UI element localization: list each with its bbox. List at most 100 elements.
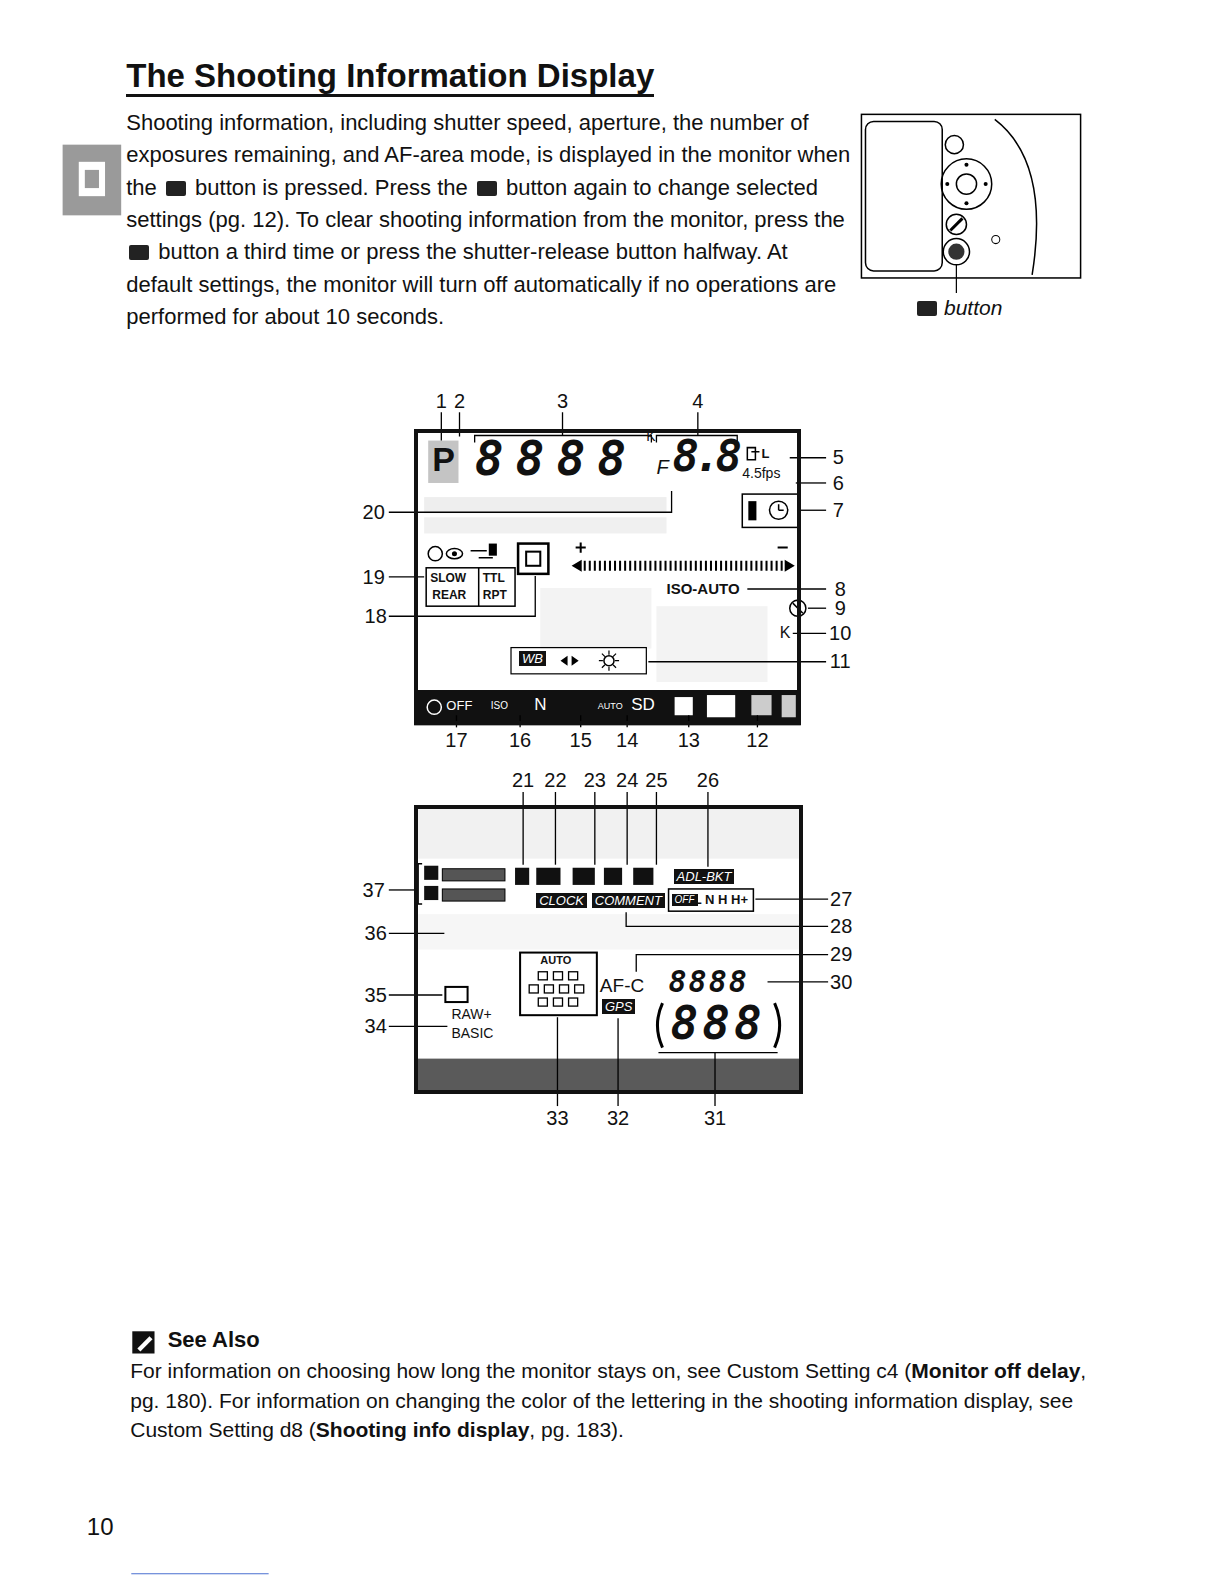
art-shape [742, 494, 798, 527]
callout-number: 24 [616, 770, 638, 790]
info-button-icon [166, 181, 186, 196]
art-shape [995, 119, 1037, 275]
callout-number: 25 [645, 770, 667, 790]
art-shape [553, 972, 562, 980]
art-shape [943, 239, 969, 265]
callout-number: 33 [546, 1108, 568, 1128]
lcd-text: OFF [672, 894, 698, 906]
lcd-text: WB [519, 651, 546, 666]
info-button-icon [129, 245, 149, 260]
art-shape [445, 987, 467, 1002]
callout-number: 8 [835, 579, 846, 599]
callout-number: 4 [692, 391, 703, 411]
art-shape [626, 912, 828, 926]
art-shape [389, 491, 672, 512]
callout-number: 15 [570, 730, 592, 750]
lcd-text: P [432, 442, 455, 476]
callout-number: 36 [365, 923, 387, 943]
lcd-text: SLOW [430, 572, 466, 584]
art-shape [956, 265, 957, 293]
lcd-text: TTL [483, 572, 505, 584]
art-shape [707, 695, 735, 717]
art-shape [511, 648, 646, 674]
lcd-text: RAW+ [451, 1007, 491, 1021]
lcd-text: L N H H+ [694, 893, 748, 906]
art-shape [861, 114, 1080, 278]
callout-number: 7 [833, 500, 844, 520]
art-shape [584, 561, 783, 571]
art-shape [442, 889, 505, 901]
art-shape [79, 162, 105, 196]
lcd-text: RPT [483, 589, 507, 601]
art-shape [526, 552, 540, 566]
art-shape [948, 244, 964, 260]
art-shape [555, 792, 556, 865]
art-shape [489, 544, 497, 556]
art-shape [992, 236, 1000, 244]
lcd-text: AF-C [600, 976, 644, 995]
note-text: , pg. 183). [529, 1418, 624, 1441]
callout-number: 11 [830, 651, 851, 671]
art-shape [946, 214, 966, 234]
art-shape [478, 568, 480, 606]
art-shape [658, 1053, 777, 1107]
art-shape [599, 651, 619, 671]
note-text: For information on choosing how long the… [130, 1359, 911, 1382]
art-shape [575, 985, 584, 993]
art-shape [414, 805, 803, 1094]
art-shape [418, 914, 799, 949]
callout-number: 3 [557, 391, 568, 411]
art-shape [800, 510, 826, 511]
callout-number: 13 [678, 730, 700, 750]
lcd-text: CLOCK [536, 893, 587, 908]
art-shape [656, 606, 767, 682]
lcd-text: 8888 [669, 967, 749, 997]
callout-number: 22 [544, 770, 566, 790]
art-shape [945, 136, 963, 154]
caption-text: button [944, 296, 1002, 319]
callout-number: 27 [830, 889, 852, 909]
art-shape [569, 998, 578, 1006]
art-shape [747, 448, 759, 460]
art-shape [418, 808, 799, 858]
lcd-text: SD [631, 696, 655, 713]
note-text: Shooting info display [316, 1418, 530, 1441]
lcd-text: 888 [671, 1000, 766, 1046]
art-shape [956, 174, 976, 194]
callout-number: 1 [436, 391, 447, 411]
art-shape [529, 985, 538, 993]
art-shape [808, 608, 826, 609]
art-shape [790, 457, 826, 458]
art-shape [536, 868, 560, 885]
art-shape [132, 1331, 154, 1353]
art-shape [755, 898, 828, 899]
art-shape [559, 985, 568, 993]
art-shape [576, 543, 788, 553]
art-shape [950, 218, 962, 230]
art-shape [515, 868, 529, 885]
art-shape [964, 201, 968, 205]
art-shape [452, 551, 457, 556]
art-shape [573, 868, 595, 885]
art-shape [984, 182, 988, 186]
callout-number: 21 [512, 770, 534, 790]
lcd-text: 8.8 [673, 434, 737, 478]
lcd-text: K [646, 429, 655, 443]
art-shape [428, 547, 442, 561]
art-shape [85, 170, 99, 188]
art-shape [594, 792, 595, 865]
page-number: 10 [87, 1515, 114, 1539]
art-shape [529, 972, 584, 1006]
art-shape [522, 792, 523, 865]
note-heading: See Also [168, 1329, 260, 1351]
art-shape [604, 868, 622, 885]
note-body: For information on choosing how long the… [130, 1356, 1090, 1444]
lcd-text: ADL-BKT [674, 869, 735, 884]
art-shape [424, 517, 666, 533]
callout-number: 31 [704, 1108, 726, 1128]
callout-number: 18 [365, 606, 387, 626]
callout-number: 32 [607, 1108, 629, 1128]
art-shape [538, 972, 547, 980]
art-shape [782, 695, 796, 717]
